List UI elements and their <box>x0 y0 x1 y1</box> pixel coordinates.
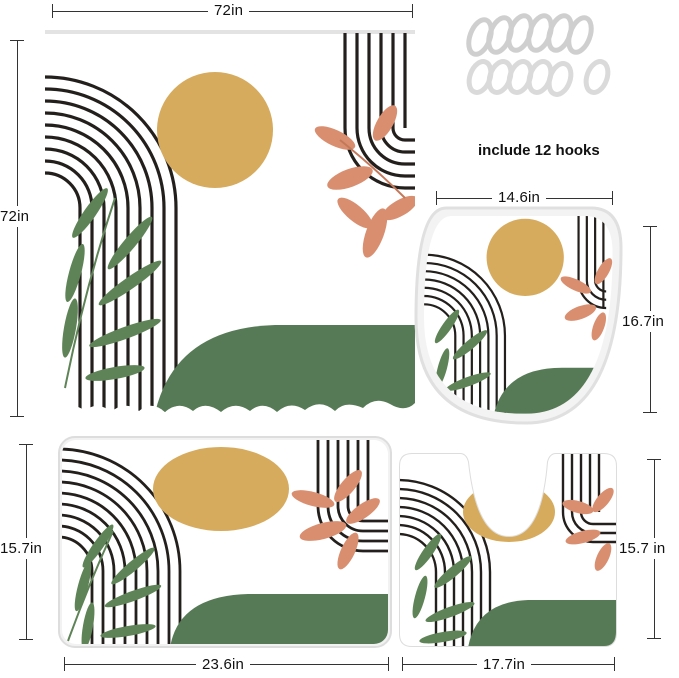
mat-width-label: 23.6in <box>196 656 251 673</box>
curtain-grommets <box>45 30 415 34</box>
contour-mat <box>399 453 617 647</box>
contour-height-label: 15.7 in <box>619 538 666 559</box>
lid-width-label: 14.6in <box>492 189 547 206</box>
bath-mat <box>58 436 392 648</box>
lid-height-label: 16.7in <box>622 311 665 332</box>
curtain-width-label: 72in <box>208 2 250 19</box>
mat-height-label: 15.7in <box>0 538 43 559</box>
lid-cover <box>414 206 623 425</box>
hooks-caption: include 12 hooks <box>478 142 600 159</box>
contour-width-label: 17.7in <box>477 656 532 673</box>
curtain-height-label: 72in <box>0 206 30 227</box>
shower-curtain <box>45 28 415 412</box>
mat-sun <box>153 447 289 531</box>
curtain-hooks <box>466 13 611 97</box>
curtain-sun <box>157 72 273 188</box>
curtain-hill <box>155 325 415 412</box>
